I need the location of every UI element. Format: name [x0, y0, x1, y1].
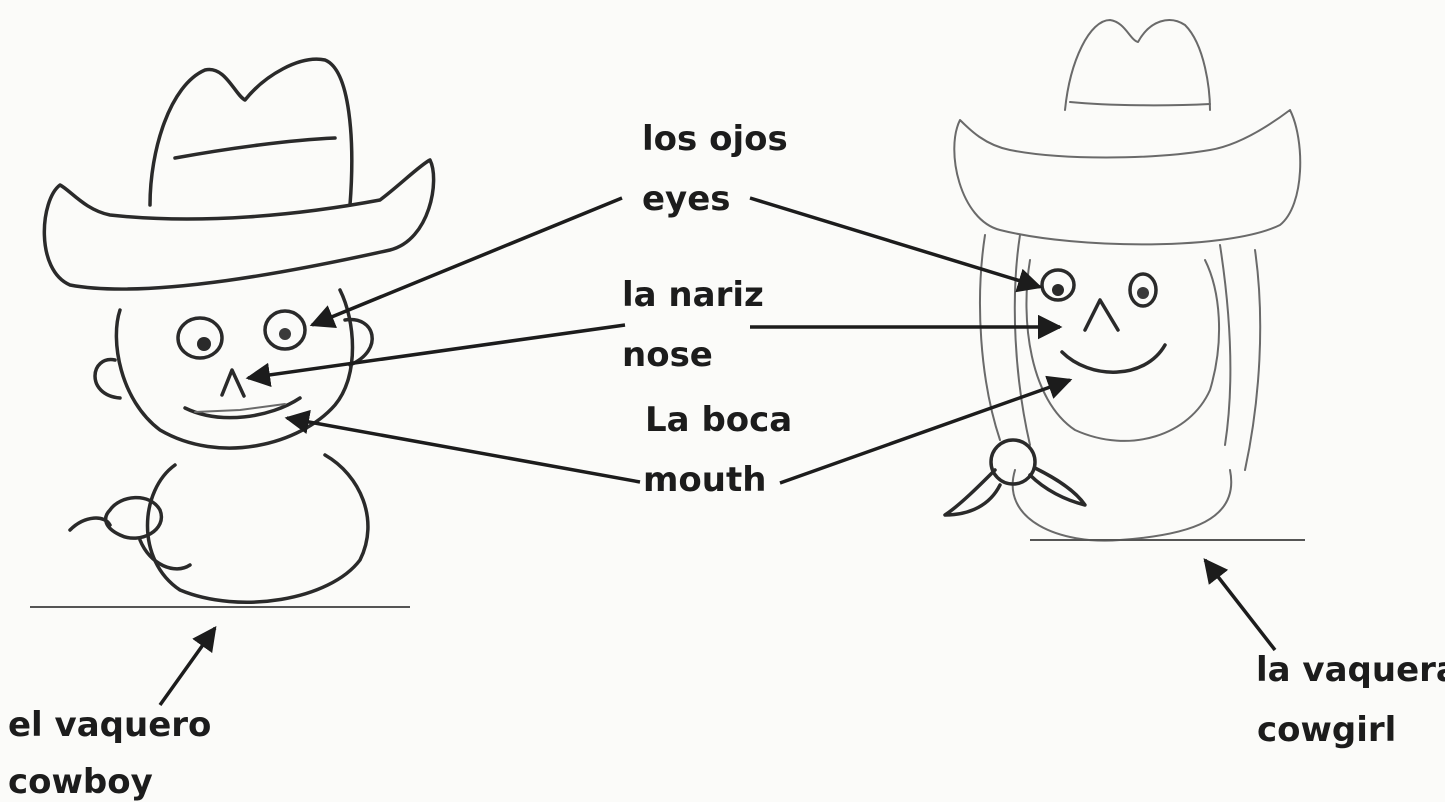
- arrow-cowboy: [160, 628, 215, 705]
- label-cowboy-spanish: el vaquero: [8, 708, 211, 742]
- arrow-eyes-right: [750, 198, 1040, 287]
- arrow-cowgirl: [1205, 560, 1275, 650]
- label-cowgirl-spanish: la vaquera: [1256, 653, 1445, 687]
- cowgirl-drawing: [945, 20, 1305, 541]
- arrow-mouth-left: [287, 418, 640, 482]
- label-mouth-english: mouth: [643, 463, 766, 497]
- label-nose-english: nose: [622, 338, 713, 372]
- label-mouth-spanish: La boca: [645, 403, 792, 437]
- label-cowgirl-english: cowgirl: [1257, 713, 1396, 747]
- label-eyes-english: eyes: [642, 182, 731, 216]
- label-nose-spanish: la nariz: [622, 278, 764, 312]
- label-cowboy-english: cowboy: [8, 765, 153, 799]
- label-eyes-spanish: los ojos: [642, 122, 788, 156]
- cowboy-drawing: [30, 59, 434, 607]
- arrow-eyes-left: [312, 198, 622, 325]
